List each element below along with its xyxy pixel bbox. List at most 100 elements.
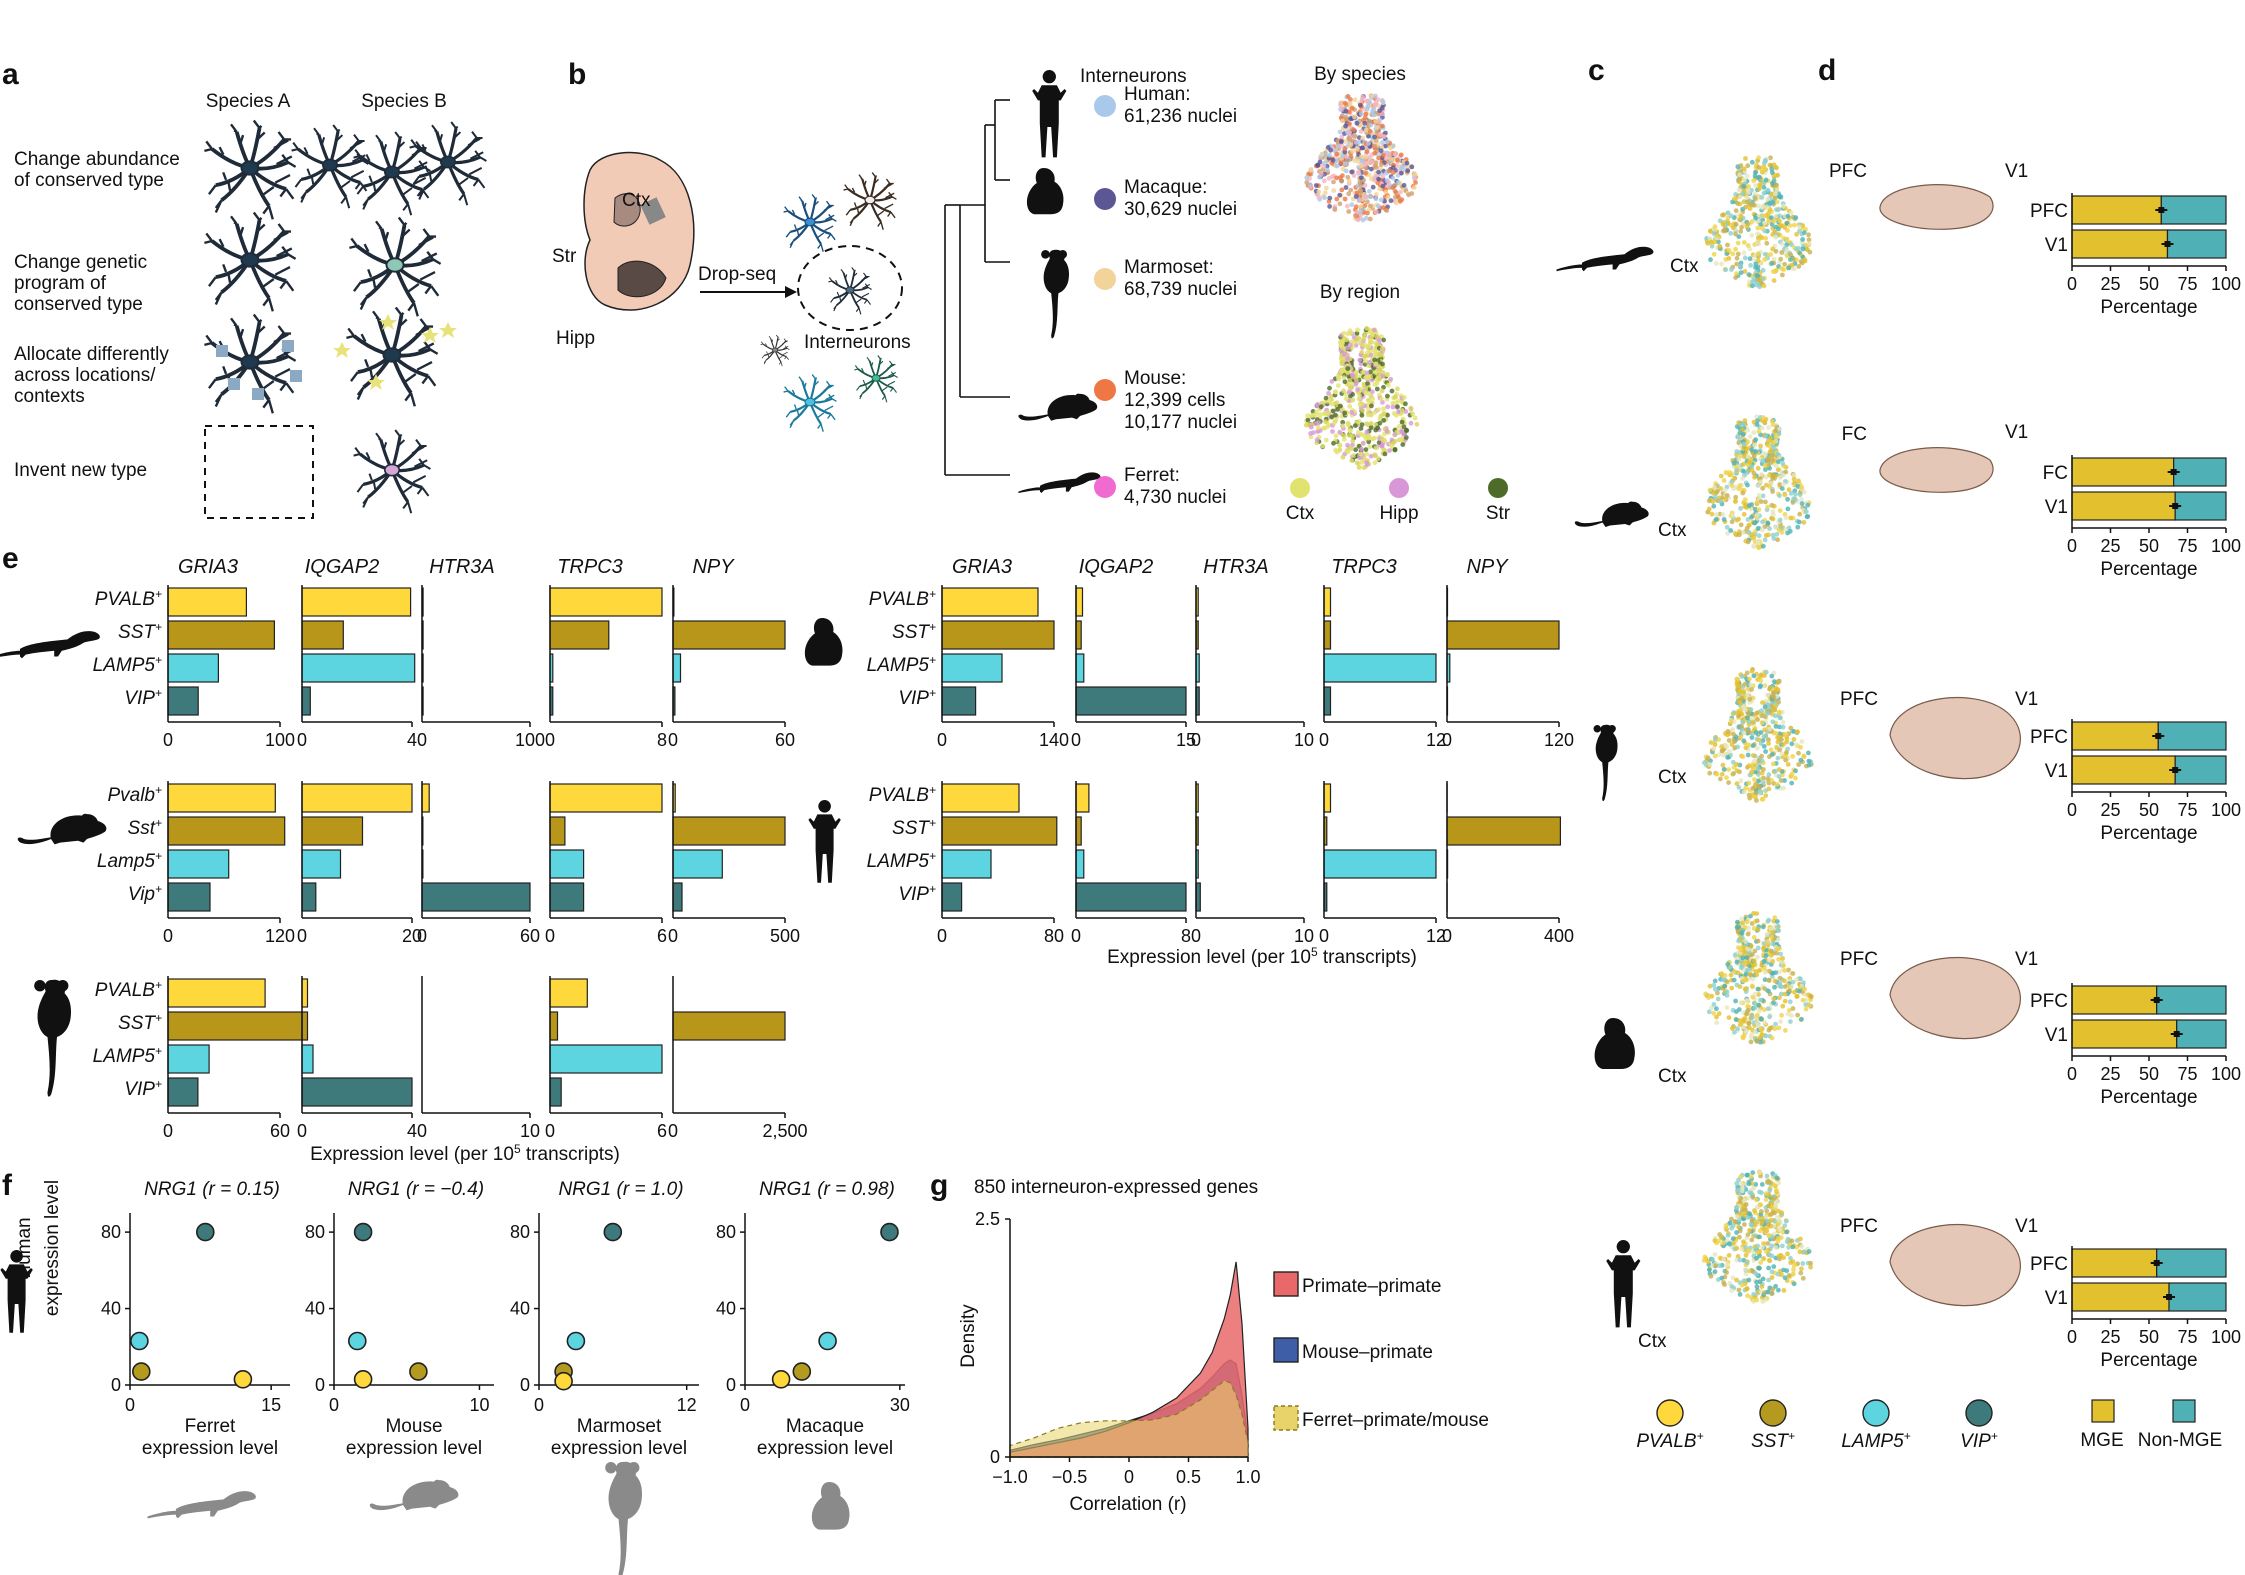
- bar-trpc3-sst: [549, 620, 610, 650]
- neuron-icon: [783, 374, 837, 432]
- x-tick-label: 0: [937, 926, 947, 946]
- x-tick-label: 0: [1071, 926, 1081, 946]
- species-count-3: 12,399 cells: [1124, 390, 1225, 411]
- g-legend-label-1: Mouse–primate: [1302, 1342, 1433, 1363]
- mean-marker: [2164, 241, 2171, 247]
- species-name-4: Ferret:: [1124, 465, 1180, 486]
- g-legend-swatch-1: [1273, 1337, 1299, 1363]
- x-axis-label: Percentage: [2100, 297, 2197, 318]
- legend-swatch-mge: [2091, 1399, 2115, 1423]
- umap-by-species: [1304, 93, 1419, 223]
- concept-row-0-line-0: Change abundance: [14, 149, 180, 170]
- bar-trpc3-vip: [1323, 686, 1332, 716]
- bar-trpc3-vip: [549, 882, 585, 912]
- dropseq-label: Drop-seq: [698, 264, 776, 285]
- macaque-silhouette: [804, 618, 843, 666]
- x-tick-label: 10: [1294, 926, 1314, 946]
- x-tick-label: 0: [1319, 926, 1329, 946]
- square-marker: [252, 388, 264, 400]
- gene-title-gria3: GRIA3: [952, 556, 1012, 578]
- bar-gria3-vip: [167, 882, 211, 912]
- concept-row-0-line-1: of conserved type: [14, 170, 164, 191]
- x-tick-label: 8: [657, 730, 667, 750]
- concept-row-2-line-1: across locations/: [14, 365, 156, 386]
- legend-mge-label: MGE: [2080, 1430, 2123, 1451]
- x-tick-label: 50: [2139, 1064, 2159, 1084]
- monkey-silhouette: [811, 1482, 850, 1530]
- gene-title-trpc3: TRPC3: [1331, 556, 1397, 578]
- dropseq-arrowhead: [785, 286, 797, 298]
- scatter-x-label-2: expression level: [757, 1438, 893, 1459]
- ferret-silhouette: [1018, 472, 1101, 494]
- bar-gria3-lamp5: [167, 1044, 210, 1074]
- bar-category-pfc: PFC: [2030, 201, 2068, 222]
- x-tick-label: 8: [1181, 926, 1191, 946]
- bar-non-mge-v1: [2168, 1282, 2227, 1312]
- x-tick-label: 4: [407, 1121, 417, 1141]
- x-tick-label: 0: [2067, 1327, 2077, 1347]
- scatter-x-label-2: expression level: [346, 1438, 482, 1459]
- panel-label-a: a: [2, 58, 19, 91]
- bar-iqgap2-sst: [301, 816, 364, 846]
- brain-section: [583, 151, 695, 311]
- cell-type-label-lamp5: Lamp5+: [97, 849, 162, 872]
- species-count-1: 30,629 nuclei: [1124, 199, 1237, 220]
- y-tick-label: 40: [716, 1299, 736, 1319]
- scatter-point-vip: [603, 1222, 623, 1242]
- x-tick-label: 0: [2067, 1064, 2077, 1084]
- cell-type-label-pvalb: PVALB+: [869, 587, 936, 610]
- species-color-dot: [1094, 268, 1116, 290]
- x-tick-label: 400: [1544, 926, 1574, 946]
- bar-category-pfc: PFC: [2030, 727, 2068, 748]
- mean-marker: [2153, 1260, 2160, 1266]
- bar-category-v1: V1: [2045, 1025, 2068, 1046]
- mouse-silhouette: [17, 813, 107, 845]
- bar-mge-pfc: [2071, 195, 2162, 225]
- type-legend-dot-sst: [1759, 1399, 1787, 1427]
- x-tick-label: 0: [1442, 730, 1452, 750]
- x-axis-label: Percentage: [2100, 1087, 2197, 1108]
- x-tick-label: 75: [2177, 536, 2197, 556]
- x-tick-label: 140: [1039, 730, 1069, 750]
- scatter-point-vip: [353, 1222, 373, 1242]
- x-tick-label: 75: [2177, 1327, 2197, 1347]
- scatter-x-label-1: Macaque: [786, 1416, 864, 1437]
- bar-htr3a-vip: [421, 882, 531, 912]
- bar-mge-pfc: [2071, 1248, 2158, 1278]
- marmoset-silhouette: [34, 979, 72, 1097]
- scatter-point-lamp5: [347, 1331, 367, 1351]
- x-tick-label: 75: [2177, 800, 2197, 820]
- x-tick-label: 100: [515, 730, 545, 750]
- bar-non-mge-v1: [2174, 755, 2227, 785]
- scatter-point-pvalb: [771, 1370, 791, 1389]
- bar-non-mge-v1: [2166, 229, 2227, 259]
- bar-mge-pfc: [2071, 985, 2158, 1015]
- y-tick-label: 80: [101, 1222, 121, 1242]
- human-silhouette: [1032, 70, 1067, 158]
- cell-type-label-lamp5: LAMP5+: [867, 653, 936, 676]
- gene-title-htr3a: HTR3A: [429, 556, 495, 578]
- x-tick-label: 20: [402, 926, 422, 946]
- ctx-label: Ctx: [1658, 520, 1687, 541]
- panel-label-e: e: [2, 542, 19, 575]
- bar-npy-lamp5: [672, 849, 723, 879]
- bar-gria3-vip: [167, 686, 199, 716]
- type-legend-dot-lamp5: [1862, 1399, 1890, 1427]
- bar-gria3-pvalb: [167, 978, 266, 1008]
- marmoset-silhouette: [1041, 249, 1070, 339]
- cell-type-label-pvalb: PVALB+: [95, 587, 162, 610]
- g-legend-label-2: Ferret–primate/mouse: [1302, 1410, 1489, 1431]
- x-tick-label: −1.0: [992, 1467, 1028, 1487]
- neuron-icon: [783, 194, 837, 252]
- x-tick-label: 50: [2139, 536, 2159, 556]
- bar-iqgap2-lamp5: [1075, 653, 1085, 683]
- bar-non-mge-fc: [2173, 457, 2227, 487]
- g-legend-swatch-2: [1273, 1405, 1299, 1431]
- x-tick-label: 0: [668, 1121, 678, 1141]
- star-marker: [421, 327, 439, 343]
- cell-type-label-sst: Sst+: [128, 816, 162, 839]
- cell-type-label-vip: VIP+: [124, 686, 162, 709]
- scatter-point-vip: [880, 1222, 899, 1242]
- x-tick-label: 10: [469, 1395, 489, 1415]
- bar-gria3-sst: [167, 1011, 303, 1041]
